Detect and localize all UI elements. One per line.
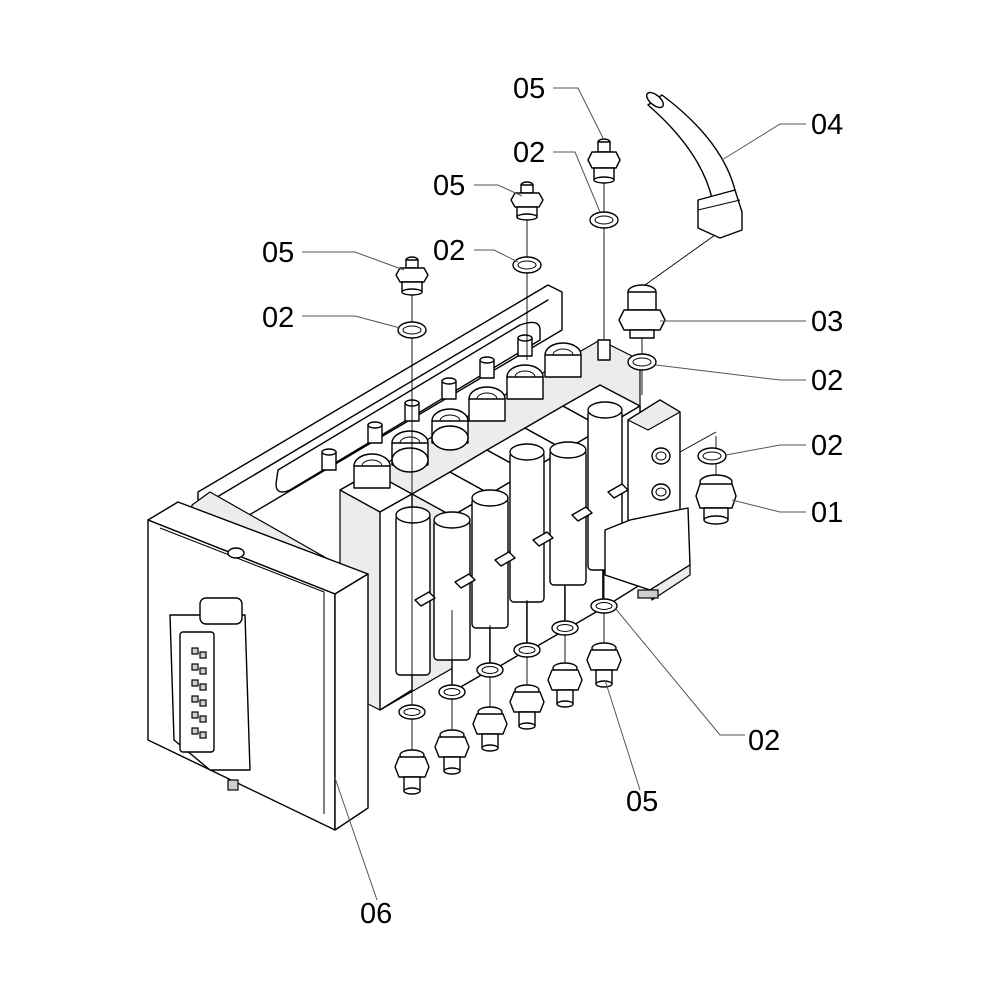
bottom-orings [398, 598, 618, 720]
callout-06: 06 [360, 898, 392, 930]
callout-02-right-a: 02 [811, 365, 843, 397]
fitting-01 [695, 474, 737, 525]
callout-02-bottom: 02 [748, 725, 780, 757]
callout-02-mid: 02 [433, 235, 465, 267]
top-fittings [395, 138, 727, 465]
explosion-axes [411, 170, 723, 760]
callout-02-left: 02 [262, 302, 294, 334]
leader-lines [302, 87, 806, 901]
callout-05-mid: 05 [433, 170, 465, 202]
callout-02-right-b: 02 [811, 430, 843, 462]
fitting-05-mid [510, 181, 544, 221]
callouts: 05 02 05 02 05 02 04 03 02 02 01 02 05 0… [262, 73, 843, 930]
callout-05-top: 05 [513, 73, 545, 105]
control-box [147, 491, 369, 831]
connector-plug [169, 597, 251, 771]
adapter-fitting [618, 284, 666, 339]
fitting-05-left [395, 256, 429, 296]
callout-05-left: 05 [262, 237, 294, 269]
callout-05-bottom: 05 [626, 786, 658, 818]
callout-03: 03 [811, 306, 843, 338]
fitting-05-right [587, 138, 621, 184]
bottom-fittings [394, 642, 622, 795]
callout-02-top: 02 [513, 137, 545, 169]
callout-04: 04 [811, 109, 843, 141]
elbow-hose [645, 91, 743, 239]
valve-stack [339, 339, 641, 711]
inlet-block [604, 399, 691, 601]
callout-01: 01 [811, 497, 843, 529]
